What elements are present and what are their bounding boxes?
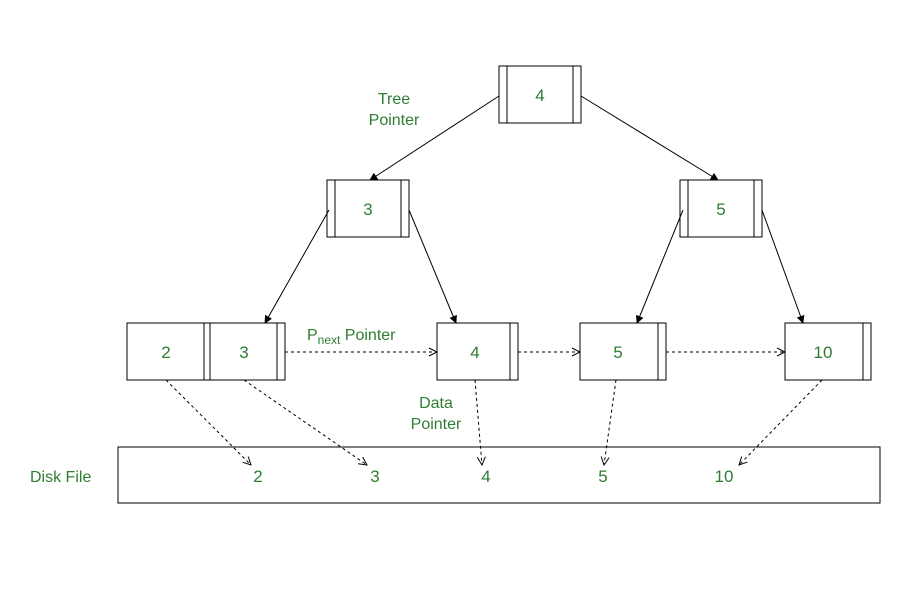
leaf-2-key: 4	[470, 343, 479, 362]
leaf-3-key: 5	[613, 343, 622, 362]
pnext-main: P	[307, 327, 318, 344]
disk-file: 2 3 4 5 10	[117, 446, 881, 504]
edge-right-to-leaf-3	[636, 209, 684, 324]
disk-file-label: Disk File	[30, 469, 91, 486]
root-key: 4	[535, 86, 544, 105]
leaf-node-1: 2 3	[126, 322, 286, 381]
root-node: 4	[498, 65, 582, 124]
leaf-node-3: 5	[579, 322, 667, 381]
data-pointer-edges	[165, 379, 823, 465]
disk-record-3: 4	[481, 467, 490, 486]
internal-node-right: 5	[679, 179, 763, 238]
internal-node-left: 3	[326, 179, 410, 238]
leaf-1-key-1: 2	[161, 343, 170, 362]
disk-record-1: 2	[253, 467, 262, 486]
edge-root-to-right	[580, 95, 719, 181]
disk-record-2: 3	[370, 467, 379, 486]
leaf-4-key: 10	[814, 343, 833, 362]
edge-root-to-left	[369, 95, 500, 181]
leaf-node-2: 4	[436, 322, 519, 381]
data-ptr-5	[604, 379, 617, 465]
tree-pointer-edges	[264, 95, 805, 324]
data-pointer-label-line-1: Data	[419, 395, 453, 412]
tree-pointer-label-line-2: Pointer	[369, 112, 420, 129]
leaf-1-key-2: 3	[239, 343, 248, 362]
edge-left-to-leaf-2	[408, 209, 457, 324]
data-pointer-label-line-2: Pointer	[411, 416, 462, 433]
data-ptr-4	[474, 379, 482, 465]
internal-right-key: 5	[716, 200, 725, 219]
disk-record-4: 5	[598, 467, 607, 486]
internal-left-key: 3	[363, 200, 372, 219]
pnext-rest: Pointer	[340, 327, 396, 344]
data-ptr-2	[165, 379, 251, 465]
pnext-sub: next	[318, 333, 341, 347]
pnext-pointer-label: Pnext Pointer	[307, 327, 396, 347]
edge-left-to-leaf-1	[264, 209, 330, 324]
edge-right-to-leaf-4	[761, 209, 805, 324]
tree-pointer-label-line-1: Tree	[378, 91, 410, 108]
data-ptr-3	[243, 379, 367, 465]
disk-record-5: 10	[715, 467, 734, 486]
data-ptr-10	[739, 379, 823, 465]
leaf-node-4: 10	[784, 322, 872, 381]
